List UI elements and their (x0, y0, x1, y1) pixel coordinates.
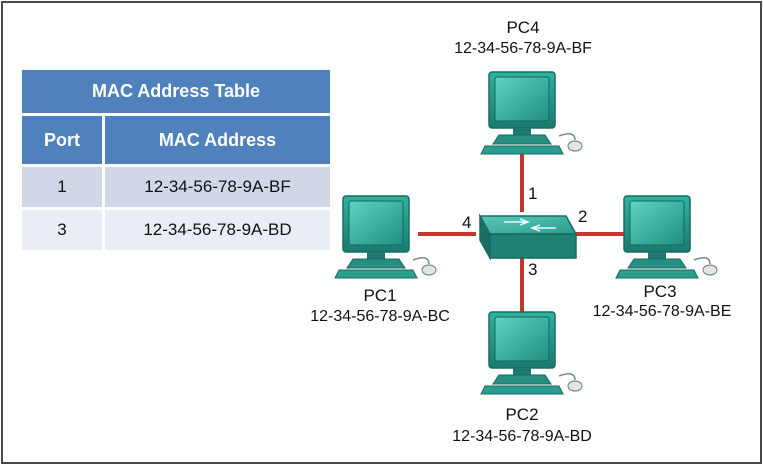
mac-cell: 12-34-56-78-9A-BD (105, 210, 330, 250)
port-label-3: 3 (528, 260, 538, 279)
port-cell: 3 (22, 210, 105, 250)
pc1-computer-icon (334, 195, 437, 279)
switch-icon (478, 213, 578, 261)
port-column-header: Port (22, 116, 105, 164)
pc4-mac: 12-34-56-78-9A-BF (454, 40, 592, 57)
mac-table-title-row: MAC Address Table (22, 70, 330, 113)
mac-table-title: MAC Address Table (22, 70, 330, 113)
mac-address-column-header: MAC Address (105, 116, 330, 164)
mac-address-table: MAC Address Table Port MAC Address 1 12-… (22, 67, 330, 253)
pc2-name: PC2 (505, 405, 539, 424)
port-cell: 1 (22, 167, 105, 207)
port-label-4: 4 (462, 213, 472, 232)
table-row: 3 12-34-56-78-9A-BD (22, 210, 330, 250)
pc1-mac: 12-34-56-78-9A-BC (310, 308, 450, 325)
pc2-mac: 12-34-56-78-9A-BD (452, 428, 592, 445)
mac-cell: 12-34-56-78-9A-BF (105, 167, 330, 207)
port-label-2: 2 (578, 207, 588, 226)
pc2-computer-icon (480, 311, 583, 395)
mac-table-header-row: Port MAC Address (22, 116, 330, 164)
pc4-computer-icon (480, 71, 583, 155)
port-label-1: 1 (528, 184, 538, 203)
pc4-name: PC4 (506, 18, 540, 37)
pc3-name: PC3 (643, 282, 677, 301)
pc3-mac: 12-34-56-78-9A-BE (592, 303, 732, 320)
pc3-computer-icon (615, 195, 718, 279)
pc1-name: PC1 (363, 286, 397, 305)
table-row: 1 12-34-56-78-9A-BF (22, 167, 330, 207)
